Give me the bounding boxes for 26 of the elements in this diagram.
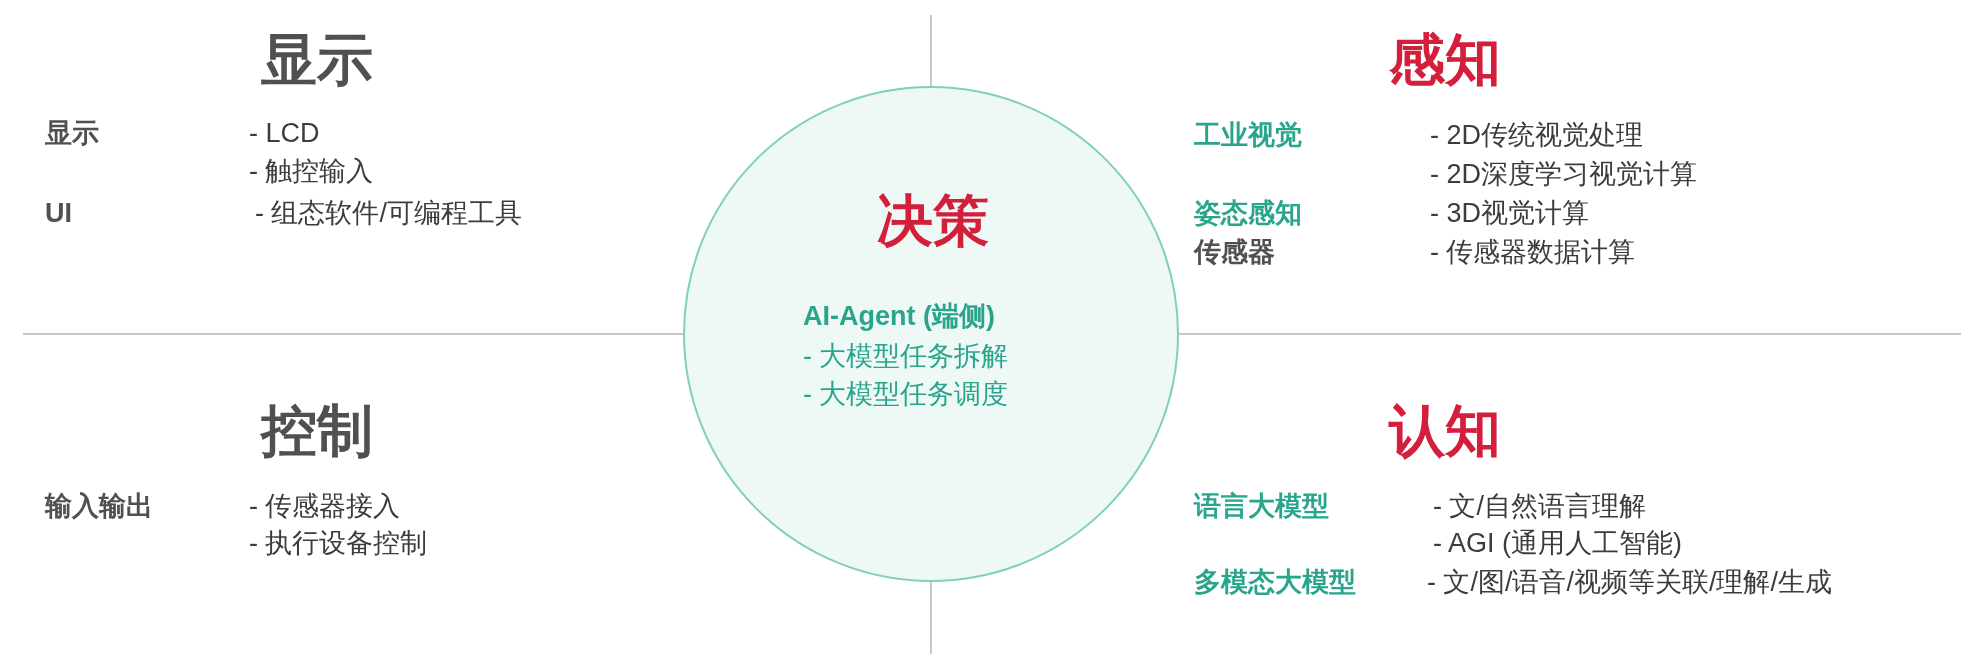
circle-subheading: AI-Agent (端侧)	[803, 302, 995, 332]
quadrant-heading: 控制	[261, 400, 373, 462]
category-label: UI	[45, 199, 72, 229]
item-text: - 传感器数据计算	[1430, 238, 1636, 268]
category-label: 显示	[45, 119, 99, 149]
circle-item: - 大模型任务拆解	[803, 342, 1009, 372]
quadrant-heading: 认知	[1389, 400, 1501, 462]
quadrant-heading: 感知	[1389, 29, 1501, 91]
item-text: - 文/自然语言理解	[1433, 492, 1646, 522]
item-text: - 传感器接入	[249, 492, 401, 522]
item-text: - 2D深度学习视觉计算	[1430, 160, 1697, 190]
item-text: - 执行设备控制	[249, 529, 428, 559]
category-label: 输入输出	[45, 492, 153, 522]
item-text: - 文/图/语音/视频等关联/理解/生成	[1427, 568, 1832, 598]
quadrant-heading: 显示	[261, 29, 373, 91]
circle-item: - 大模型任务调度	[803, 380, 1009, 410]
circle-heading: 决策	[877, 190, 989, 252]
category-label: 语言大模型	[1194, 492, 1329, 522]
item-text: - 2D传统视觉处理	[1430, 121, 1643, 151]
category-label: 工业视觉	[1194, 121, 1302, 151]
item-text: - 组态软件/可编程工具	[255, 199, 522, 229]
item-text: - AGI (通用人工智能)	[1433, 529, 1682, 559]
category-label: 多模态大模型	[1194, 568, 1356, 598]
item-text: - 触控输入	[249, 157, 374, 187]
item-text: - LCD	[249, 119, 320, 149]
item-text: - 3D视觉计算	[1430, 199, 1589, 229]
